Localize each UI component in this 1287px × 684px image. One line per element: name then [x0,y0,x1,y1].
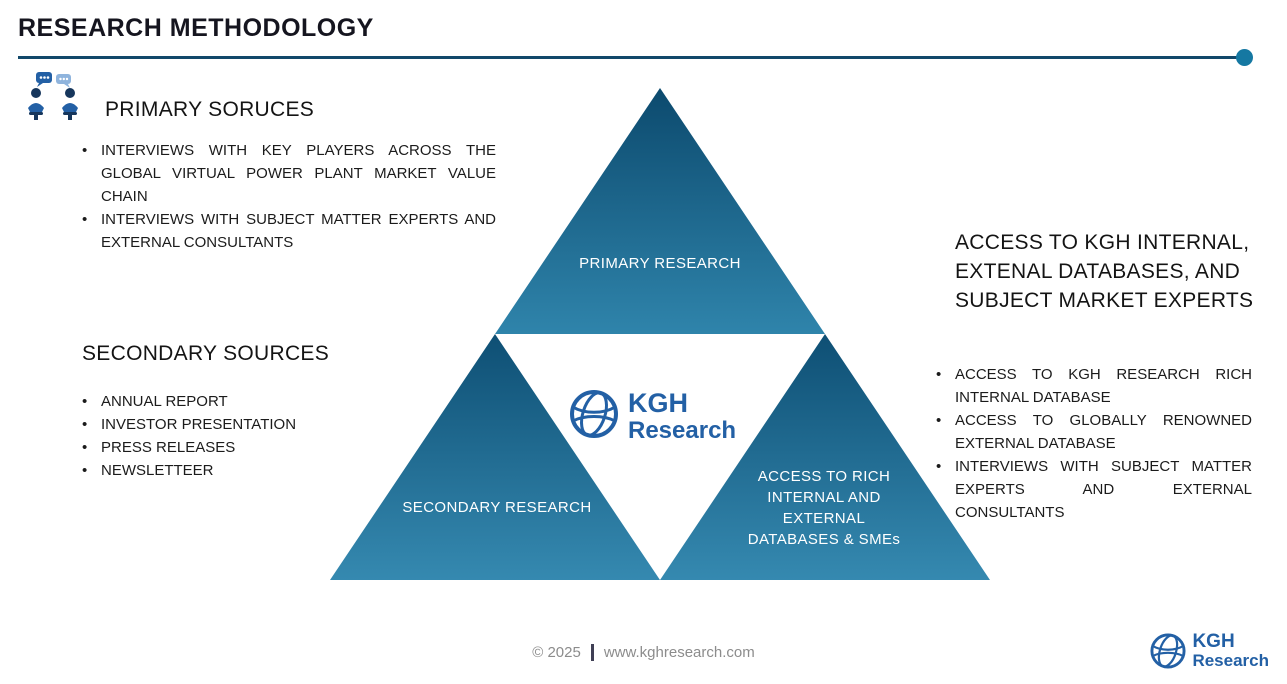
bullet-marker: • [936,458,942,475]
kgh-research-logo-footer: KGH Research [1149,632,1269,670]
title-divider [18,56,1238,59]
copyright-text: © 2025 [532,644,581,661]
secondary-sources-heading: SECONDARY SOURCES [82,342,330,365]
footer-separator [590,644,594,661]
primary-research-label: PRIMARY RESEARCH [579,255,741,272]
bullet-text: ANNUAL REPORT [101,393,228,410]
secondary-sources-list: • ANNUAL REPORT • INVESTOR PRESENTATION … [82,390,412,482]
list-item: • INTERVIEWS WITH SUBJECT MATTER EXPERTS… [936,455,1252,524]
bullet-marker: • [82,393,88,410]
bullet-marker: • [82,142,88,159]
bullet-marker: • [82,416,88,433]
page-title: RESEARCH METHODOLOGY [18,14,374,42]
bullet-text: ACCESS TO KGH RESEARCH RICH INTERNAL DAT… [955,366,1252,406]
bullet-text: INTERVIEWS WITH SUBJECT MATTER EXPERTS A… [955,458,1252,521]
access-databases-list: • ACCESS TO KGH RESEARCH RICH INTERNAL D… [936,363,1252,524]
bullet-marker: • [82,211,88,228]
list-item: • ACCESS TO KGH RESEARCH RICH INTERNAL D… [936,363,1252,409]
list-item: • INTERVIEWS WITH SUBJECT MATTER EXPERTS… [82,208,496,254]
title-divider-end-dot [1236,49,1253,66]
globe-icon [570,390,618,438]
secondary-research-label: SECONDARY RESEARCH [402,499,592,516]
bullet-text: NEWSLETTEER [101,462,214,479]
secondary-research-triangle [330,334,660,580]
research-pyramid-diagram: PRIMARY RESEARCH SECONDARY RESEARCH ACCE… [330,88,990,580]
list-item: • PRESS RELEASES [82,436,412,459]
bullet-text: ACCESS TO GLOBALLY RENOWNED EXTERNAL DAT… [955,412,1252,452]
access-databases-heading: ACCESS TO KGH INTERNAL, EXTENAL DATABASE… [955,231,1254,312]
bullet-text: PRESS RELEASES [101,439,236,456]
bullet-marker: • [936,412,942,429]
people-discussion-icon [28,72,78,120]
logo-word-kgh: KGH [1192,631,1235,652]
kgh-research-logo: KGH Research [568,388,736,443]
primary-research-triangle [495,88,825,334]
databases-label: ACCESS TO RICH INTERNAL AND EXTERNAL DAT… [747,468,901,548]
bullet-marker: • [936,366,942,383]
list-item: • ACCESS TO GLOBALLY RENOWNED EXTERNAL D… [936,409,1252,455]
list-item: • NEWSLETTEER [82,459,412,482]
primary-sources-heading: PRIMARY SORUCES [105,98,315,121]
list-item: • INVESTOR PRESENTATION [82,413,412,436]
bullet-text: INTERVIEWS WITH KEY PLAYERS ACROSS THE G… [101,142,496,205]
logo-word-kgh: KGH [628,388,688,418]
bullet-text: INTERVIEWS WITH SUBJECT MATTER EXPERTS A… [101,211,496,251]
logo-word-research: Research [1192,651,1269,670]
logo-word-research: Research [628,417,737,444]
primary-sources-list: • INTERVIEWS WITH KEY PLAYERS ACROSS THE… [82,139,496,254]
globe-icon [1150,633,1186,669]
bullet-text: INVESTOR PRESENTATION [101,416,297,433]
bullet-marker: • [82,462,88,479]
list-item: • ANNUAL REPORT [82,390,412,413]
website-text: www.kghresearch.com [603,644,755,661]
bullet-marker: • [82,439,88,456]
list-item: • INTERVIEWS WITH KEY PLAYERS ACROSS THE… [82,139,496,208]
footer: © 2025 www.kghresearch.com [0,644,1287,661]
